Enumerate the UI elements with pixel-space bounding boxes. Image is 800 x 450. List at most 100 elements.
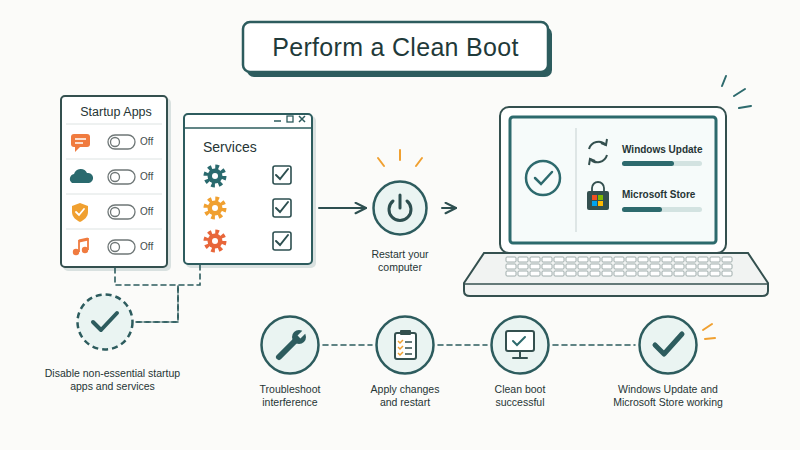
- cloud-icon: [70, 169, 93, 183]
- highlight-ray: [416, 158, 422, 166]
- keyboard-key: [542, 271, 552, 276]
- keyboard-key: [554, 257, 564, 262]
- gear-symbol: [206, 167, 224, 185]
- keyboard-key: [614, 264, 624, 269]
- connector: [553, 344, 635, 346]
- highlight-ray: [705, 338, 715, 339]
- highlight-ray: [703, 324, 712, 330]
- gear-symbol: [206, 232, 224, 250]
- panel-heading: Startup Apps: [62, 105, 170, 121]
- keyboard-key: [710, 257, 720, 262]
- keyboard-key: [506, 271, 516, 276]
- circle-outline: [490, 315, 550, 375]
- monitor-symbol: [506, 331, 534, 351]
- circle-outline: [76, 293, 134, 351]
- store-logo: [592, 201, 597, 206]
- sync-icon: [601, 139, 607, 145]
- keyboard-key: [686, 264, 696, 269]
- keyboard-key: [638, 264, 648, 269]
- check-symbol: [513, 337, 525, 345]
- keyboard-key: [578, 264, 588, 269]
- status-label: Windows Update: [622, 144, 714, 157]
- checkbox: [273, 232, 291, 250]
- step-caption: Clean boot successful: [480, 383, 560, 409]
- toggle-switch: [108, 135, 135, 149]
- gear-symbol: [206, 199, 224, 217]
- gear-teeth: [206, 232, 224, 250]
- gear-body: [208, 201, 223, 216]
- shield-icon: [72, 203, 88, 222]
- music-icon: [87, 238, 89, 250]
- keyboard-key: [698, 271, 708, 276]
- highlight-ray: [399, 150, 401, 160]
- keyboard-key: [566, 264, 576, 269]
- store-logo: [598, 201, 603, 206]
- laptop-display: [510, 117, 716, 243]
- keyboard-key: [650, 264, 660, 269]
- keyboard-key: [542, 257, 552, 262]
- sync-icon: [589, 159, 595, 165]
- keyboard-key: [698, 257, 708, 262]
- keyboard-key: [626, 257, 636, 262]
- step-caption: Apply changes and restart: [362, 383, 448, 409]
- keyboard-key: [638, 271, 648, 276]
- keyboard-key: [518, 257, 528, 262]
- keyboard-key: [614, 271, 624, 276]
- gear-hole: [212, 238, 218, 244]
- step-circle: Disable non-essential startup apps and s…: [76, 293, 134, 351]
- progress-track: [622, 161, 702, 166]
- sync-icon: [589, 142, 606, 149]
- keyboard-key: [590, 264, 600, 269]
- keyboard-key: [674, 264, 684, 269]
- laptop-base: [464, 253, 768, 296]
- step-circle-shape: [377, 317, 434, 374]
- gear-hole: [212, 205, 218, 211]
- store-icon: [587, 191, 609, 210]
- step-circle-shape: [374, 182, 427, 235]
- window-heading: Services: [203, 139, 303, 157]
- step-circle: Troubleshoot interference: [260, 315, 320, 375]
- music-icon: [79, 239, 88, 241]
- power-symbol: [389, 201, 411, 220]
- startup-panel: Startup Apps: [60, 95, 168, 268]
- toggle-switch: [108, 170, 135, 184]
- sync-icon: [590, 155, 607, 162]
- close-symbol: [299, 116, 305, 122]
- keyboard-key: [506, 264, 516, 269]
- toggle-knob: [111, 243, 120, 252]
- check-symbol: [93, 313, 117, 330]
- checkbox: [273, 166, 291, 184]
- connector: [319, 207, 366, 209]
- circle-outline: [260, 315, 320, 375]
- music-icon: [73, 249, 79, 255]
- minimize-symbol: [274, 120, 281, 122]
- connector: [136, 265, 200, 322]
- step-caption: Restart your computer: [358, 248, 442, 274]
- check-symbol: [655, 334, 682, 354]
- monitor-stand: [519, 351, 521, 357]
- circle-outline: [638, 315, 698, 375]
- keyboard-key: [662, 271, 672, 276]
- gear-body: [208, 234, 223, 249]
- keyboard-key: [554, 271, 564, 276]
- keyboard-key: [590, 257, 600, 262]
- keyboard-key: [662, 257, 672, 262]
- keyboard-key: [554, 264, 564, 269]
- keyboard-key: [626, 271, 636, 276]
- music-icon: [82, 247, 88, 253]
- toggle-switch: [108, 205, 135, 219]
- step-circle-shape: [492, 317, 549, 374]
- keyboard-key: [518, 271, 528, 276]
- toggle-knob: [111, 173, 120, 182]
- highlight-ray: [722, 76, 726, 86]
- clipboard-lines: [405, 342, 412, 354]
- circle-outline: [372, 180, 428, 236]
- keyboard-key: [530, 257, 540, 262]
- shield-check: [76, 209, 84, 215]
- toggle-knob: [111, 138, 120, 147]
- keyboard-key: [674, 271, 684, 276]
- keyboard-key: [602, 257, 612, 262]
- keyboard-key: [602, 271, 612, 276]
